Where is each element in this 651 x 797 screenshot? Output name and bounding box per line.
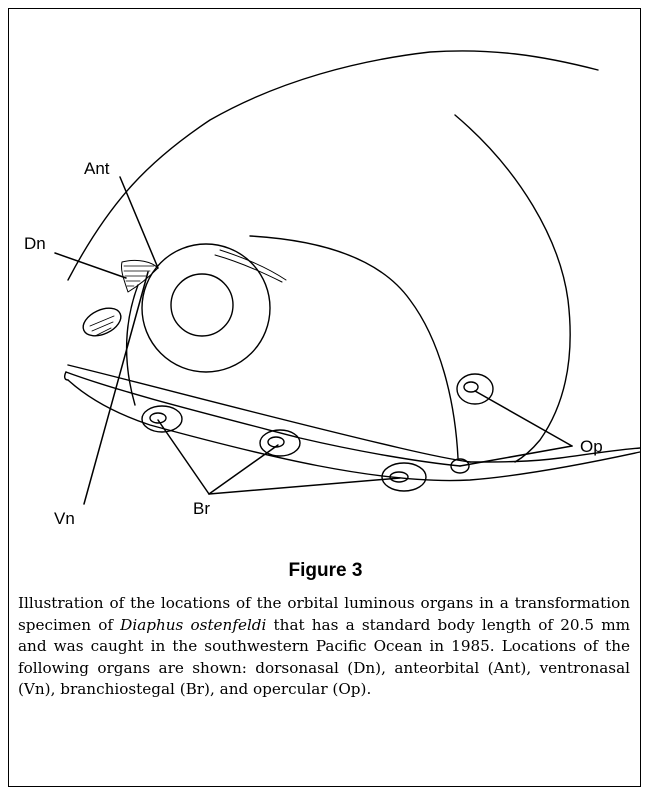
nostril: [79, 303, 125, 342]
label-op: Op: [580, 437, 603, 456]
brow-streak: [215, 255, 282, 282]
figure-title: Figure 3: [0, 560, 651, 582]
br-leader-2: [209, 445, 278, 494]
op-leader-1: [475, 391, 572, 446]
head-outline: [68, 51, 598, 280]
caption-species: Diaphus ostenfeldi: [120, 616, 266, 634]
br-organ-2: [260, 430, 300, 456]
upper-jaw: [68, 365, 470, 462]
dorsal-contour: [250, 236, 458, 458]
vn-leader: [84, 272, 148, 504]
op-leader-2: [460, 446, 572, 466]
eye-inner: [171, 274, 233, 336]
eye-outer: [142, 244, 270, 372]
label-ant: Ant: [84, 159, 110, 178]
dn-leader: [55, 253, 126, 278]
br-leader-3: [209, 478, 400, 494]
label-br: Br: [193, 499, 210, 518]
jaw-line-2: [66, 372, 460, 466]
head-back-outline: [455, 115, 570, 462]
label-dn: Dn: [24, 234, 46, 253]
ant-leader: [120, 177, 158, 268]
figure-caption: Illustration of the locations of the orb…: [18, 593, 630, 701]
fish-head-illustration: Ant Dn Vn Br Op: [0, 0, 651, 560]
label-vn: Vn: [54, 509, 75, 528]
br-leader-1: [158, 420, 209, 494]
op-organ-1: [457, 374, 493, 404]
